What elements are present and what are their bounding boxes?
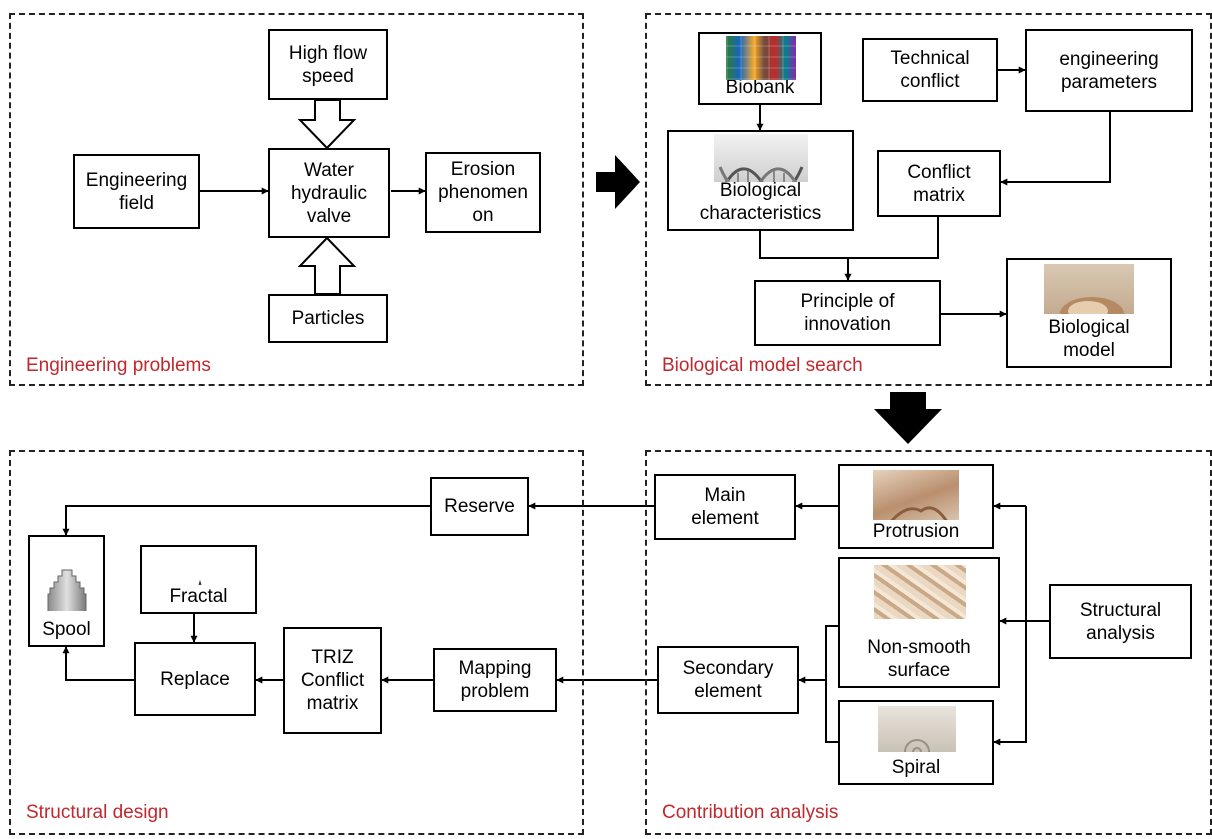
koch-fractal-icon	[198, 579, 202, 585]
arrow-bus-to-spiral	[993, 621, 1027, 746]
spiral-box: Spiral	[838, 700, 994, 785]
dna-helix-image	[714, 134, 808, 182]
dna-helix-icon	[718, 166, 804, 182]
panel-title-structural-design: Structural design	[26, 802, 169, 823]
spool-icon	[47, 569, 87, 611]
transition-arrow-right	[596, 155, 640, 209]
protrusion-image	[873, 470, 959, 520]
transition-arrow-down	[874, 392, 942, 444]
spiral-shell-icon	[897, 739, 931, 752]
secondary-element-box: Secondary element	[657, 646, 799, 714]
conch-shell-icon	[1060, 297, 1124, 314]
spiral-label: Spiral	[891, 757, 941, 778]
biological-characteristics-label: Biological characteristics	[699, 180, 822, 224]
engineering-parameters-box: engineering parameters	[1025, 29, 1193, 112]
structural-analysis-box: Structural analysis	[1049, 584, 1192, 659]
line-secondary-bracket	[825, 625, 838, 743]
biobank-image	[726, 36, 796, 80]
line-parameters-to-matrix	[1000, 112, 1111, 186]
biological-model-label: Biological model	[1048, 317, 1130, 361]
non-smooth-surface-label: Non-smooth surface	[867, 637, 971, 681]
conflict-matrix-box: Conflict matrix	[877, 150, 1001, 217]
arrow-reserve-to-spool	[62, 505, 430, 536]
protrusion-label: Protrusion	[872, 521, 960, 542]
non-smooth-surface-box: Non-smooth surface	[838, 557, 1000, 688]
biological-model-search-panel: Biological model search	[645, 13, 1212, 386]
arrow-replace-to-spool	[62, 646, 134, 681]
biological-model-box: Biological model	[1006, 258, 1172, 368]
triz-conflict-matrix-box: TRIZ Conflict matrix	[283, 627, 382, 734]
shell-image	[1044, 264, 1134, 314]
structural-design-panel: Structural design	[9, 450, 584, 835]
principle-of-innovation-box: Principle of innovation	[754, 280, 941, 346]
high-flow-speed-box: High flow speed	[268, 29, 388, 100]
protrusion-box: Protrusion	[838, 464, 994, 549]
non-smooth-surface-image	[874, 565, 966, 619]
water-hydraulic-valve-box: Water hydraulic valve	[268, 148, 390, 238]
biobank-label: Biobank	[725, 77, 795, 98]
protrusion-shell-icon	[890, 506, 948, 520]
reserve-box: Reserve	[430, 477, 529, 536]
particles-box: Particles	[268, 294, 388, 343]
fractal-box: Fractal	[140, 545, 257, 614]
spool-image	[44, 545, 90, 611]
panel-title-engineering: Engineering problems	[26, 355, 211, 376]
panel-title-biological: Biological model search	[662, 355, 863, 376]
technical-conflict-box: Technical conflict	[862, 38, 998, 102]
contribution-analysis-panel: Contribution analysis	[645, 450, 1212, 835]
panel-title-contribution: Contribution analysis	[662, 802, 839, 823]
spiral-image	[878, 706, 956, 752]
mapping-problem-box: Mapping problem	[433, 648, 557, 712]
biobank-box: Biobank	[698, 32, 822, 105]
fractal-label: Fractal	[169, 586, 228, 607]
hollow-arrow-from-speed	[297, 99, 357, 150]
replace-box: Replace	[134, 642, 256, 716]
main-element-box: Main element	[654, 474, 796, 540]
erosion-phenomenon-box: Erosion phenomen on	[425, 152, 541, 233]
engineering-field-box: Engineering field	[73, 154, 200, 229]
fractal-image	[146, 551, 254, 585]
spool-box: Spool	[28, 535, 105, 647]
spool-label: Spool	[42, 619, 91, 640]
engineering-problems-panel: Engineering problems	[9, 13, 584, 386]
biological-characteristics-box: Biological characteristics	[667, 130, 854, 231]
